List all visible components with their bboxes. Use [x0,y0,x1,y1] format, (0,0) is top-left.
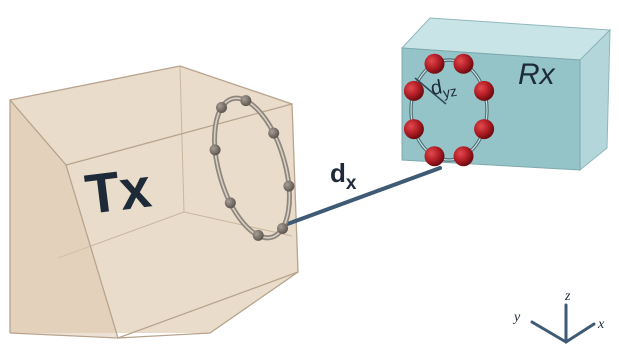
radius-label-main: d [429,76,444,100]
tx-antenna-element [209,144,221,156]
radius-label: dyz [429,74,458,103]
rx-antenna-element [403,119,424,140]
rx-cube-front-face [401,47,581,171]
link-line [280,166,442,228]
tx-antenna-element [240,95,252,107]
rx-antenna-ring [409,58,489,162]
tx-antenna-element [268,127,280,139]
radius-label-subscript: yz [442,83,459,101]
rx-antenna-elements [403,53,495,167]
svg-text:dx: dx [330,158,357,194]
radius-line [414,77,447,105]
rx-antenna-element [424,146,445,167]
tx-antenna-element [277,223,288,234]
svg-text:dyz: dyz [429,74,458,103]
axis-x-label: x [597,317,605,332]
rx-antenna-element [474,119,495,140]
axis-z-label: z [564,289,571,304]
tx-label: Tx [82,155,155,225]
tx-antenna-ring [212,95,292,241]
coordinate-axes [530,303,596,344]
distance-label-main: d [330,158,346,188]
rx-antenna-element [424,53,445,74]
tx-cube-edges [8,65,299,339]
tx-antenna-elements [209,95,295,241]
tx-antenna-element [283,180,295,192]
tx-cube-left-face [10,100,118,338]
tx-antenna-element [224,197,236,209]
rx-label: Rx [518,58,556,91]
axis-y-label: y [512,310,521,325]
rx-cube [400,17,612,172]
rx-antenna-element [474,80,495,101]
tx-antenna-element [252,229,264,241]
distance-label-subscript: x [346,173,357,194]
rx-antenna-element [403,80,424,101]
rx-antenna-element [453,53,474,74]
axis-y-line [530,320,568,344]
tx-cube [8,65,299,339]
tx-antenna-element [216,102,227,113]
rx-antenna-element [453,146,474,167]
axis-x-line [564,322,596,344]
distance-label: dx [330,158,357,194]
